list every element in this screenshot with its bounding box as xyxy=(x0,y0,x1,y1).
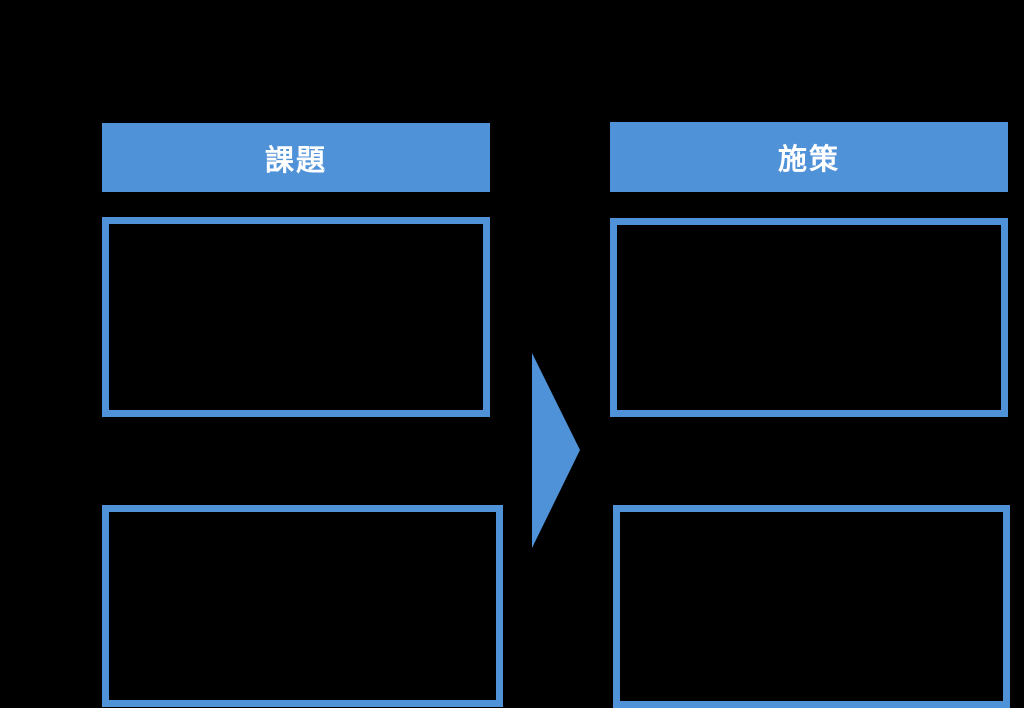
measures-column-header-label: 施策 xyxy=(777,144,840,176)
measures-column-header: 施策 xyxy=(610,122,1008,192)
issues-column-header-label: 課題 xyxy=(264,144,327,177)
measure-box-2 xyxy=(613,505,1010,708)
issues-column-header: 課題 xyxy=(102,123,490,192)
issue-box-1 xyxy=(102,217,490,417)
issue-box-2 xyxy=(102,505,503,707)
right-arrow-icon xyxy=(532,353,580,548)
measure-box-1 xyxy=(610,218,1008,417)
